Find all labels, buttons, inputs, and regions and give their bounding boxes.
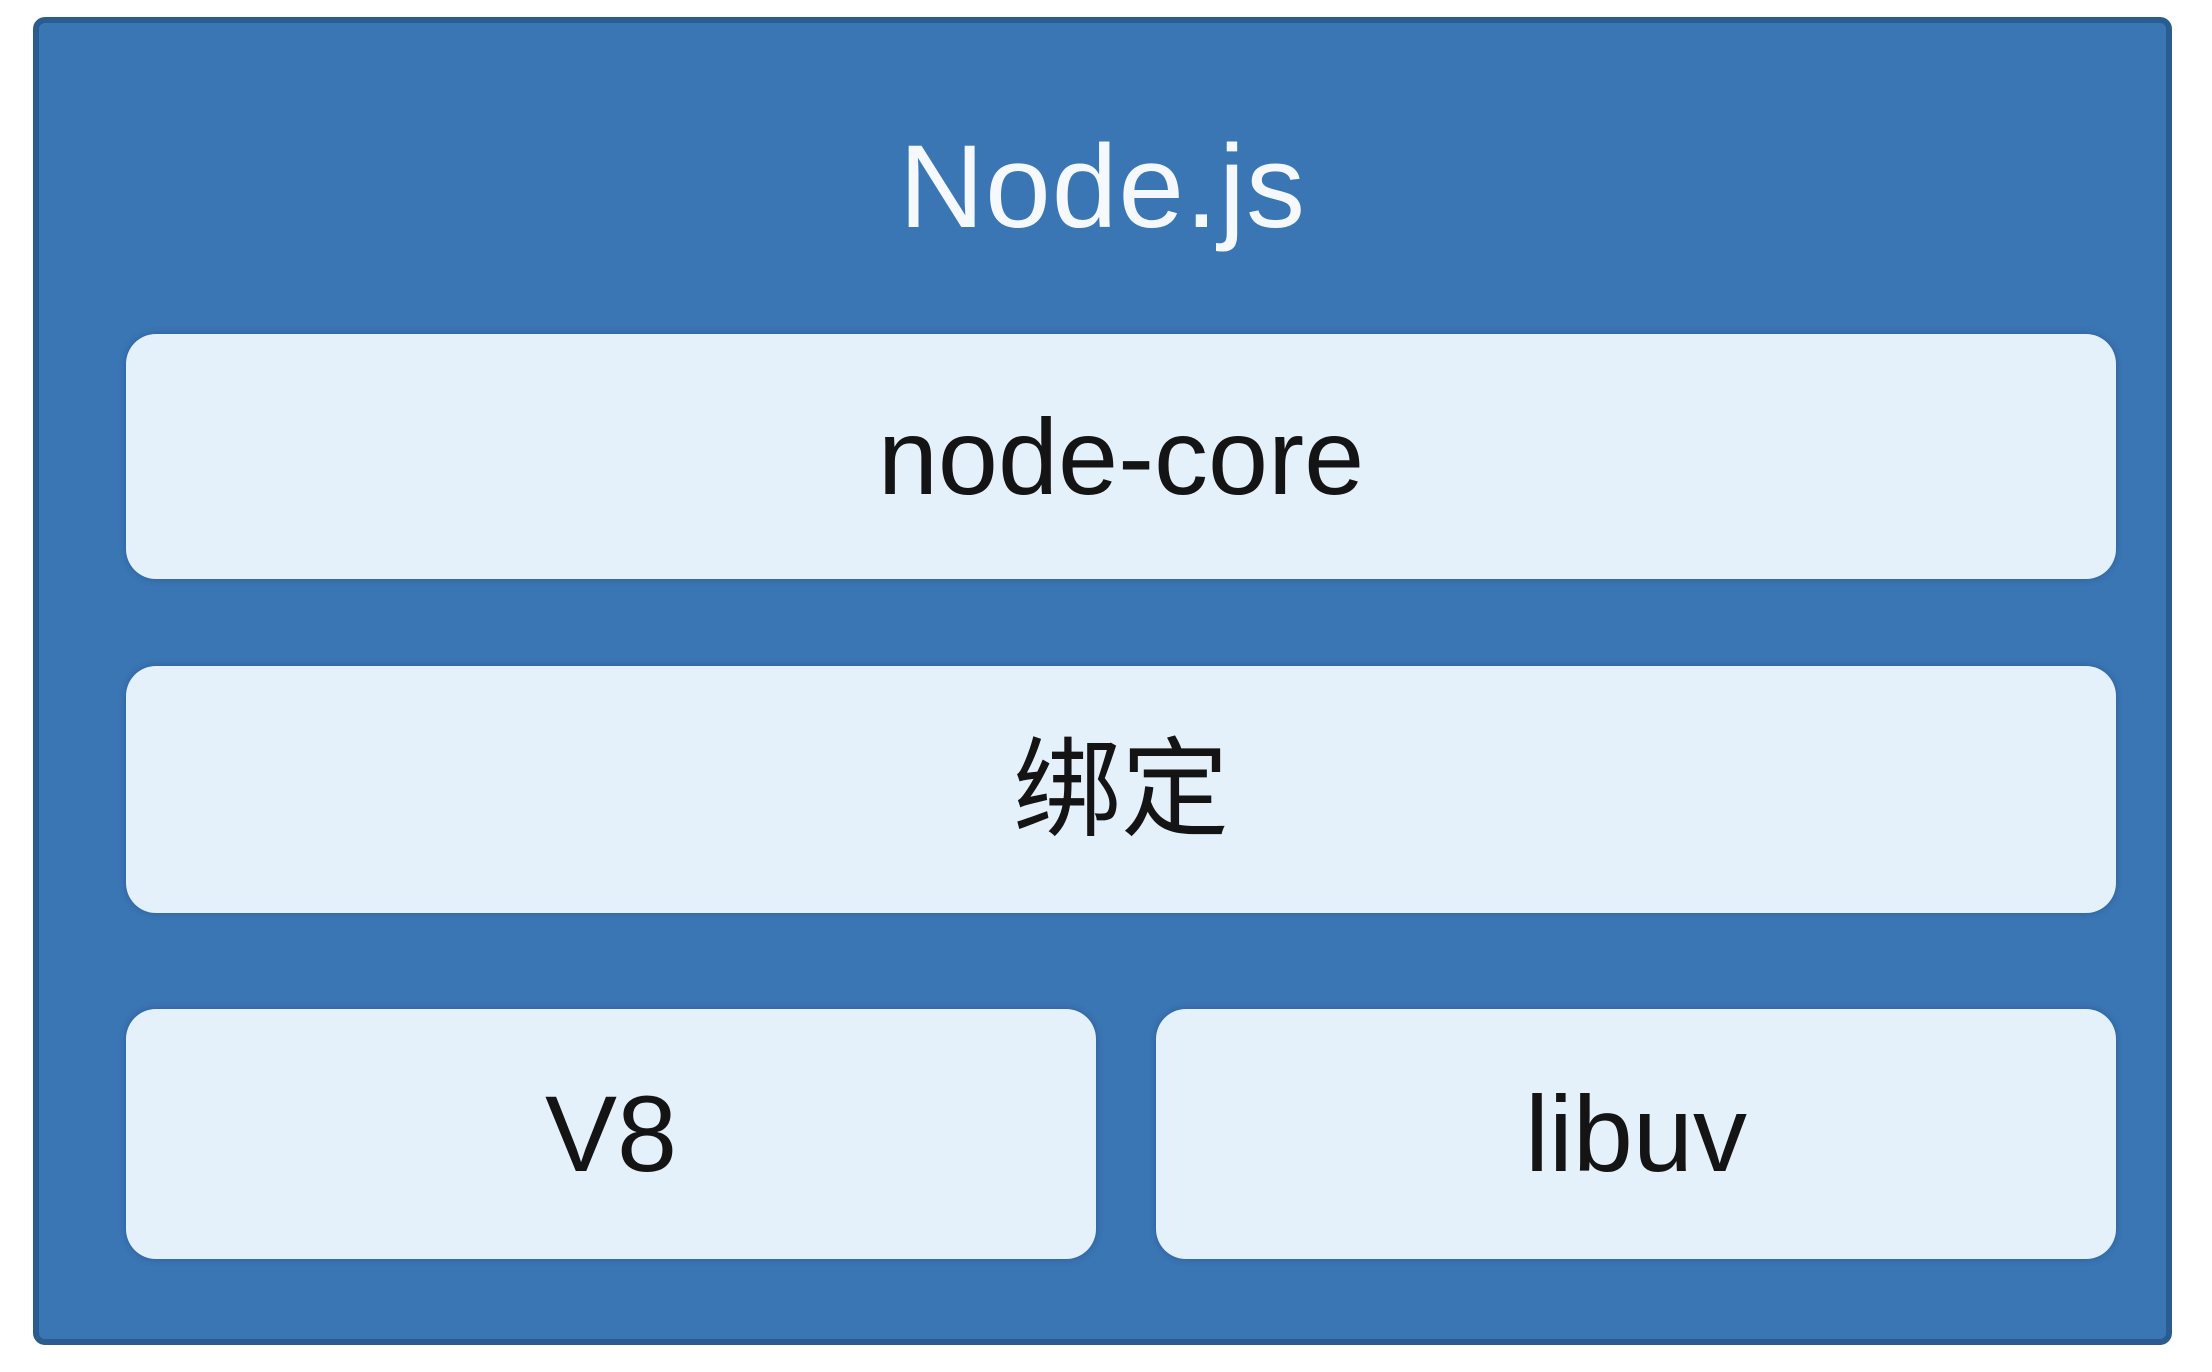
layer-label-node-core: node-core <box>877 395 1365 517</box>
layer-label-libuv: libuv <box>1524 1073 1748 1194</box>
layer-box-libuv: libuv <box>1156 1009 2116 1259</box>
layer-box-v8: V8 <box>126 1009 1096 1259</box>
layer-label-v8: V8 <box>544 1073 678 1194</box>
nodejs-container-box: Node.js node-core 绑定 V8 libuv <box>33 17 2172 1345</box>
layer-box-node-core: node-core <box>126 334 2116 579</box>
diagram-title-text: Node.js <box>898 121 1307 253</box>
layer-box-bindings: 绑定 <box>126 666 2116 913</box>
diagram-title: Node.js <box>39 128 2166 246</box>
layer-label-bindings: 绑定 <box>1012 728 1229 850</box>
